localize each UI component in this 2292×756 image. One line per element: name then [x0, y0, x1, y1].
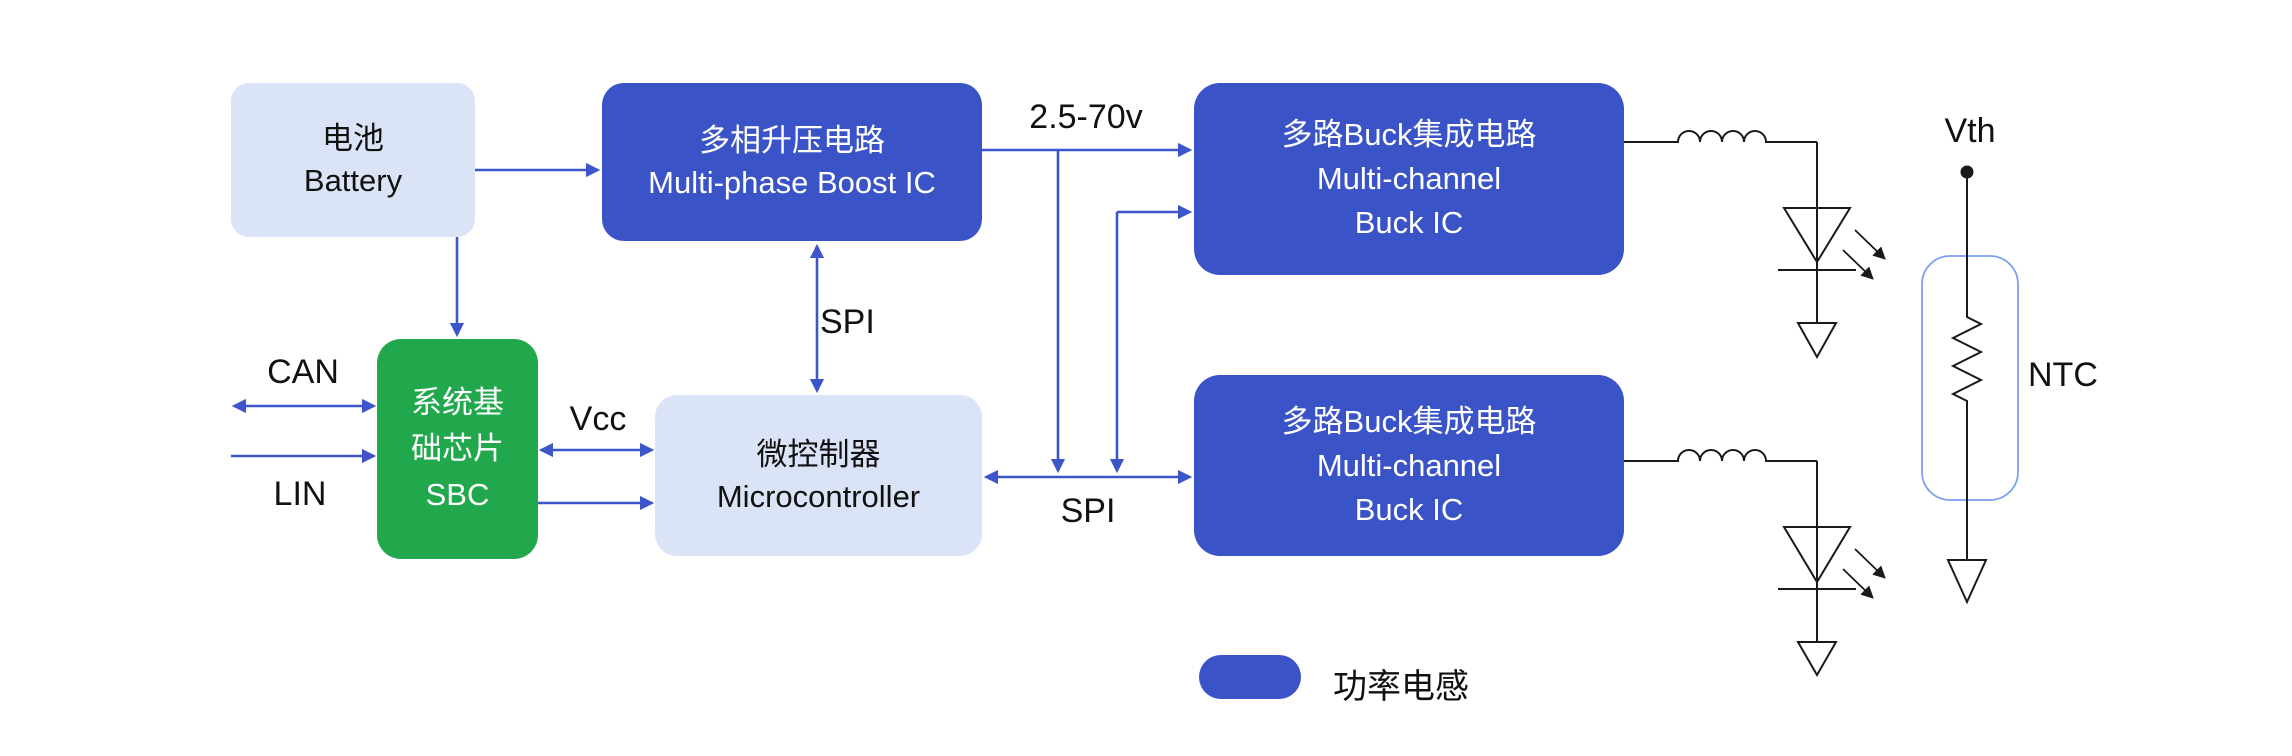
- sbc-label-en: SBC: [425, 477, 490, 512]
- vth-node-dot: [1960, 165, 1974, 179]
- boost-label-cn: 多相升压电路: [699, 123, 885, 158]
- inductor-top: [1624, 130, 1817, 143]
- microcontroller-block: 微控制器 Microcontroller: [655, 395, 982, 556]
- ground-ntc: [1946, 559, 1988, 605]
- mcu-label-cn: 微控制器: [756, 436, 881, 472]
- buck-top-label-cn: 多路Buck集成电路: [1281, 117, 1537, 152]
- battery-label-en: Battery: [303, 163, 403, 198]
- legend-inductor-label: 功率电感: [1333, 668, 1469, 706]
- buck-bottom-label-en1: Multi-channel: [1316, 447, 1502, 483]
- ground-top: [1796, 322, 1838, 360]
- battery-label-cn: 电池: [322, 121, 384, 156]
- spi-boost-label: SPI: [820, 303, 875, 341]
- sbc-block: 系统基 础芯片 SBC: [377, 339, 538, 559]
- ground-bottom: [1796, 641, 1838, 678]
- vcc-label: Vcc: [569, 400, 627, 438]
- buck-top-label-en1: Multi-channel: [1316, 161, 1502, 196]
- legend-inductor-swatch: [1199, 655, 1301, 699]
- mcu-label-en: Microcontroller: [716, 478, 921, 514]
- ntc-thermistor: [1921, 178, 2019, 560]
- buck-ic-bottom-block: 多路Buck集成电路 Multi-channel Buck IC: [1194, 375, 1624, 556]
- vth-label: Vth: [1944, 112, 1996, 150]
- lin-label: LIN: [273, 475, 327, 513]
- sbc-label-cn1: 系统基: [411, 385, 504, 420]
- spi-buck-label: SPI: [1060, 492, 1116, 530]
- boost-output-voltage-label: 2.5-70v: [1029, 98, 1143, 136]
- buck-ic-top-block: 多路Buck集成电路 Multi-channel Buck IC: [1194, 83, 1624, 275]
- led-top: [1778, 142, 1886, 323]
- led-bottom: [1778, 461, 1886, 642]
- sbc-label-cn2: 础芯片: [411, 431, 504, 466]
- battery-block: 电池 Battery: [231, 83, 475, 237]
- buck-top-label-en2: Buck IC: [1354, 205, 1464, 240]
- ntc-label: NTC: [2028, 356, 2098, 394]
- supply-branch-line-2: [1109, 204, 1193, 474]
- inductor-bottom: [1624, 449, 1817, 462]
- buck-bottom-label-en2: Buck IC: [1354, 491, 1464, 527]
- boost-ic-block: 多相升压电路 Multi-phase Boost IC: [602, 83, 982, 241]
- boost-label-en: Multi-phase Boost IC: [648, 165, 936, 200]
- can-label: CAN: [267, 353, 339, 391]
- buck-bottom-label-cn: 多路Buck集成电路: [1281, 403, 1537, 439]
